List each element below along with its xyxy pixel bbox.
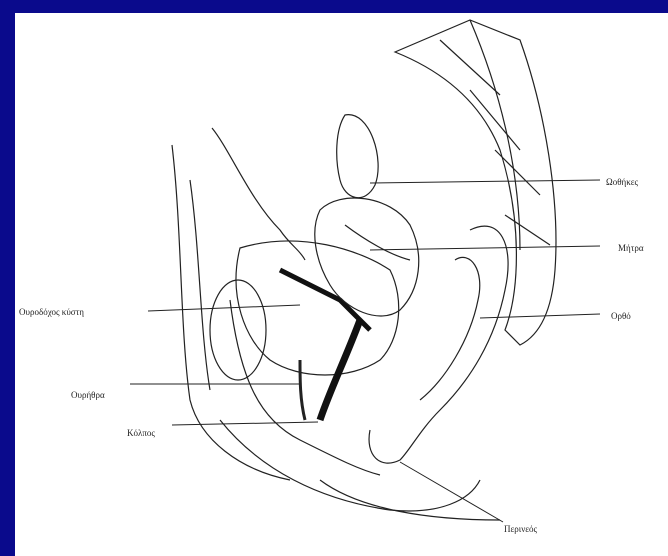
ovary xyxy=(337,115,378,198)
leader-bladder xyxy=(148,305,300,311)
label-ovaries: Ωοθήκες xyxy=(606,177,638,187)
abdominal-wall xyxy=(172,145,290,480)
vagina xyxy=(320,320,360,420)
label-uterus: Μήτρα xyxy=(618,243,644,253)
leader-vagina xyxy=(172,422,318,425)
label-urethra: Ουρήθρα xyxy=(71,390,105,400)
anatomy-drawing xyxy=(15,13,668,556)
rectum xyxy=(369,226,508,463)
leader-perineum xyxy=(400,462,503,522)
urethra xyxy=(300,360,305,420)
leader-ovaries xyxy=(370,180,600,183)
diagram-panel: Ωοθήκες Μήτρα Ουροδόχος κύστη Ορθό Ουρήθ… xyxy=(15,13,668,556)
label-perineum: Περινεός xyxy=(504,524,537,534)
leader-uterus xyxy=(370,246,600,250)
label-rectum: Ορθό xyxy=(611,311,631,321)
label-vagina: Κόλπος xyxy=(127,428,155,438)
pubic-bone xyxy=(210,280,266,380)
bladder xyxy=(236,241,399,375)
label-bladder: Ουροδόχος κύστη xyxy=(19,307,84,317)
